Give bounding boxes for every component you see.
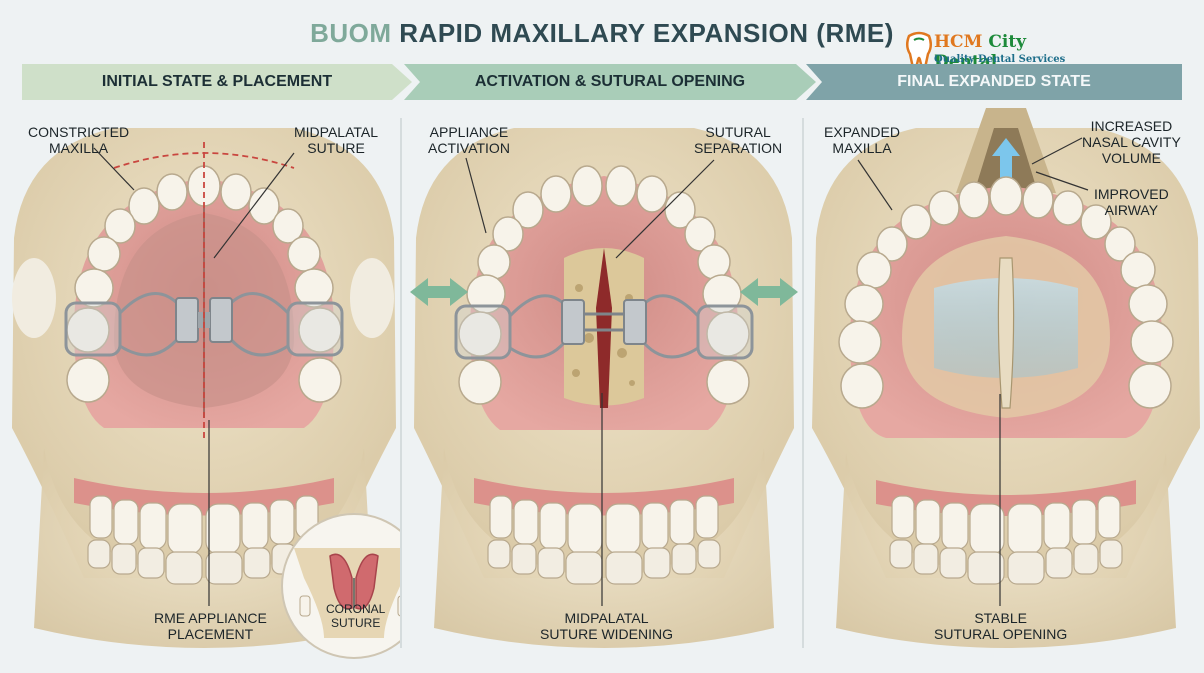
stage-banner-activation: ACTIVATION & SUTURAL OPENING [404, 64, 816, 100]
page-title: BUOM RAPID MAXILLARY EXPANSION (RME) [0, 18, 1204, 49]
airway-arrow-icon [992, 138, 1020, 190]
skull-illustration-activation [410, 128, 798, 648]
clinic-logo: HCM City Dental Quality Dental Services [902, 28, 1092, 72]
skull-illustration-final [812, 108, 1200, 648]
title-main: RAPID MAXILLARY EXPANSION (RME) [399, 18, 894, 48]
logo-tagline: Quality Dental Services [934, 54, 1066, 65]
tooth-logo-icon [906, 31, 932, 70]
stage-label-initial: INITIAL STATE & PLACEMENT [101, 73, 333, 90]
stage-label-activation: ACTIVATION & SUTURAL OPENING [474, 73, 746, 90]
panel-divider [802, 118, 804, 648]
stage-label-final: FINAL EXPANDED STATE [897, 73, 1091, 90]
stage-banner-initial: INITIAL STATE & PLACEMENT [22, 64, 412, 100]
skull-illustration-initial [12, 128, 427, 659]
stage-banner-final: FINAL EXPANDED STATE [806, 64, 1182, 100]
title-prefix: BUOM [310, 18, 392, 48]
expansion-arrow-left-icon [410, 278, 468, 306]
expansion-arrow-right-icon [740, 278, 798, 306]
panel-divider [400, 118, 402, 648]
